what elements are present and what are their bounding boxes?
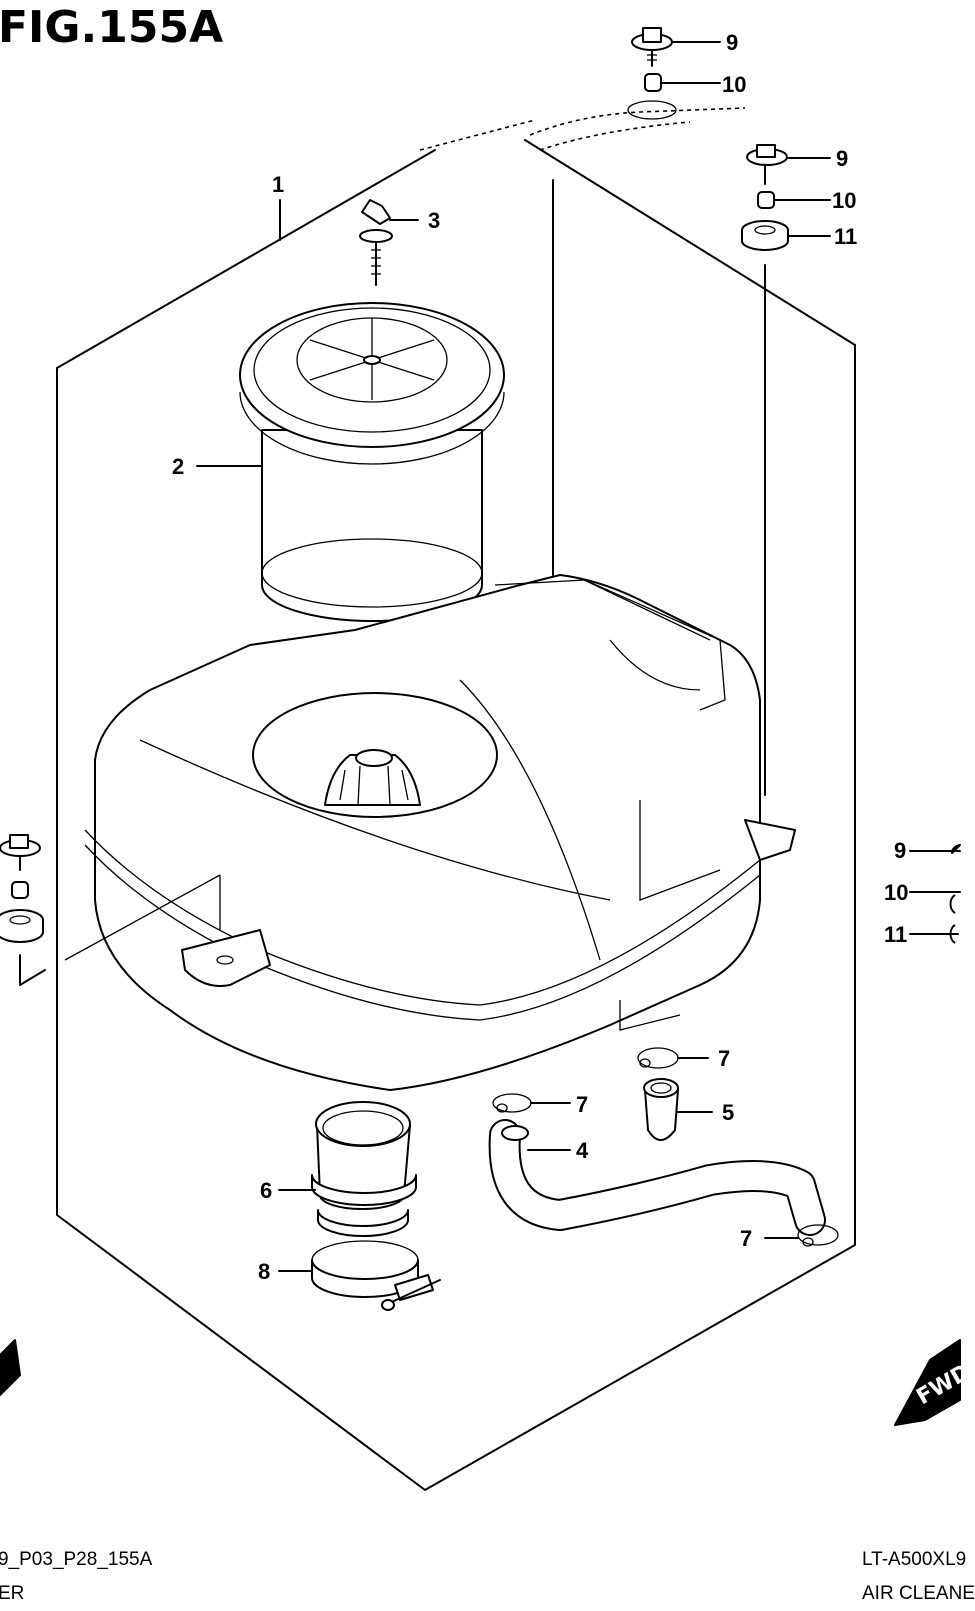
wing-bolt-3 bbox=[359, 199, 393, 286]
drawing-code: 9_P03_P28_155A bbox=[0, 1549, 153, 1570]
callout-4: 4 bbox=[576, 1138, 589, 1163]
callout-11a: 11 bbox=[834, 224, 857, 249]
callout-7b: 7 bbox=[576, 1092, 588, 1117]
callout-9b: 9 bbox=[836, 146, 848, 171]
drain-hose-4 bbox=[488, 1119, 826, 1236]
model-code: LT-A500XL9 bbox=[862, 1549, 967, 1570]
clamp-8 bbox=[311, 1240, 441, 1311]
callout-3: 3 bbox=[428, 208, 440, 233]
callout-10b: 10 bbox=[832, 188, 856, 213]
left-mount-hardware bbox=[0, 834, 46, 986]
callout-2: 2 bbox=[172, 454, 184, 479]
callout-1: 1 bbox=[272, 172, 284, 197]
section-name-right: AIR CLEANE bbox=[862, 1583, 975, 1604]
callout-9c: 9 bbox=[894, 838, 906, 863]
assembly-frame bbox=[56, 119, 856, 1491]
grommet-11-upper-right bbox=[741, 220, 789, 251]
callout-labels: 1 2 3 4 5 6 7 7 7 8 9 10 9 10 11 9 10 11 bbox=[172, 30, 908, 1284]
callout-11b: 11 bbox=[884, 922, 907, 947]
callout-10a: 10 bbox=[722, 72, 746, 97]
callout-8: 8 bbox=[258, 1259, 270, 1284]
drain-plug-5 bbox=[643, 1078, 679, 1141]
intake-tube-6 bbox=[311, 1101, 417, 1237]
leader-lines bbox=[196, 41, 961, 1272]
fwd-arrow-right: FWD bbox=[894, 1339, 975, 1426]
callout-5: 5 bbox=[722, 1100, 734, 1125]
right-mount-hardware bbox=[949, 844, 961, 944]
callout-7a: 7 bbox=[718, 1046, 730, 1071]
air-cleaner-case bbox=[64, 574, 796, 1091]
section-name-left: ER bbox=[0, 1583, 25, 1604]
callout-6: 6 bbox=[260, 1178, 272, 1203]
collar-10-upper-right bbox=[757, 191, 775, 209]
fwd-arrow-left bbox=[0, 1339, 21, 1396]
callout-9a: 9 bbox=[726, 30, 738, 55]
callout-7c: 7 bbox=[740, 1226, 752, 1251]
bolt-9-upper bbox=[631, 27, 673, 67]
figure-title: FIG.155A bbox=[0, 2, 224, 53]
bolt-9-upper-right bbox=[746, 144, 788, 185]
callout-10c: 10 bbox=[884, 880, 908, 905]
upper-mount-bracket bbox=[529, 100, 746, 151]
filter-element-2 bbox=[239, 302, 505, 622]
collar-10-upper bbox=[644, 73, 662, 92]
